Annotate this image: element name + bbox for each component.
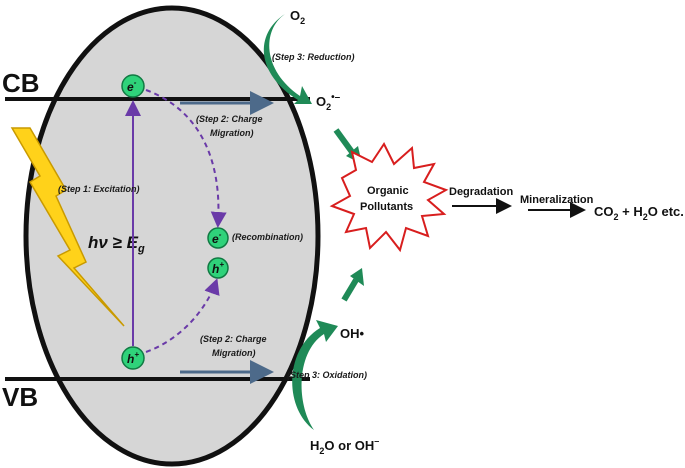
migration-bottom-label-line1: (Step 2: Charge [200,334,267,344]
excitation-step-label: (Step 1: Excitation) [58,184,140,194]
hydroxyl-to-pollutant-arrow [341,278,359,302]
recombination-label: (Recombination) [232,232,303,242]
vb-label: VB [2,382,38,412]
final-products-label: CO2 + H2O etc. [594,204,684,222]
electron-recombination [207,227,229,249]
degradation-label: Degradation [449,186,513,198]
mineralization-label: Mineralization [520,194,594,206]
water-hydroxide-label: H2O or OH– [310,436,379,456]
hole-recombination-label: h+ [212,260,224,276]
hole-vb-label: h+ [127,350,139,366]
light-bolt-icon [10,127,125,327]
migration-top-label-line2: Migration) [210,128,254,138]
o2-label: O2 [290,8,305,26]
superoxide-label: O2•– [316,92,341,112]
migration-bottom-label-line2: Migration) [212,348,256,358]
pollutant-label-line1: Organic [367,185,409,197]
oxidation-step-label: (Step 3: Oxidation) [287,370,367,380]
pollutant-label-line2: Pollutants [360,201,413,213]
reduction-step-label: (Step 3: Reduction) [272,52,355,62]
hole-recombination [207,257,229,279]
electron-recombination-label: e- [212,230,222,246]
electron-cb-label: e- [127,78,137,94]
oxidation-curved-arrow [292,320,338,430]
pollutant-burst [329,142,449,253]
hydroxyl-arrowhead [350,268,364,286]
recombination-path-upper [145,89,227,228]
semiconductor-particle [23,5,321,467]
electron-cb [121,74,145,98]
superoxide-to-pollutant-arrow [333,128,355,154]
migration-top-label-line1: (Step 2: Charge [196,114,263,124]
hole-vb [121,346,145,370]
cb-label: CB [2,68,40,98]
hydroxyl-radical-label: OH• [340,326,365,341]
photon-energy-label: hν ≥ Eg [88,233,145,255]
recombination-path-lower [145,278,220,353]
